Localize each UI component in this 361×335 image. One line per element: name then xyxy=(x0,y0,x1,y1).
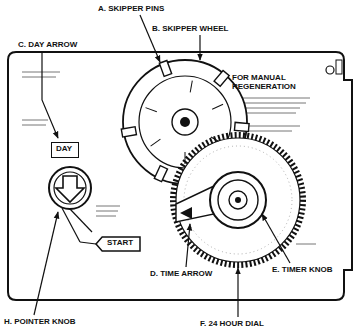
timer-housing xyxy=(8,52,352,300)
node-text: START xyxy=(107,239,135,248)
callout-label: F. 24 HOUR DIAL xyxy=(200,320,264,329)
callout-label: H. POINTER KNOB xyxy=(4,318,76,327)
start-outline-shape xyxy=(96,237,140,251)
start-arrow-box: START xyxy=(96,237,140,251)
pointer-arrow xyxy=(56,176,84,202)
time-arrow-bracket xyxy=(176,186,214,222)
timer-knob xyxy=(210,172,266,228)
skipper-hub xyxy=(172,109,198,135)
day-box: DAY xyxy=(51,142,79,158)
callout-label: FOR MANUAL REGENERATION xyxy=(232,74,306,92)
timer-knob-ring xyxy=(218,180,258,220)
timer-knob-hub xyxy=(229,191,247,209)
housing-latch xyxy=(336,60,342,74)
time-arrow xyxy=(180,207,192,219)
pointer-lever xyxy=(62,208,96,244)
skipper-axle xyxy=(180,117,190,127)
pointer-knob-ring xyxy=(54,172,86,204)
housing-screw xyxy=(326,66,334,74)
timer-knob-center xyxy=(235,197,241,203)
dial-teeth xyxy=(173,135,303,265)
twenty-four-hour-dial xyxy=(176,138,300,262)
callout-label: B. SKIPPER WHEEL xyxy=(152,25,228,34)
leader-lines xyxy=(34,15,290,317)
callout-label: C. DAY ARROW xyxy=(18,41,77,50)
callout-label: A. SKIPPER PINS xyxy=(98,5,164,14)
node-text: DAY xyxy=(56,145,74,154)
callout-label: D. TIME ARROW xyxy=(150,270,212,279)
pointer-knob xyxy=(49,167,91,209)
callout-label: E. TIMER KNOB xyxy=(272,266,332,275)
